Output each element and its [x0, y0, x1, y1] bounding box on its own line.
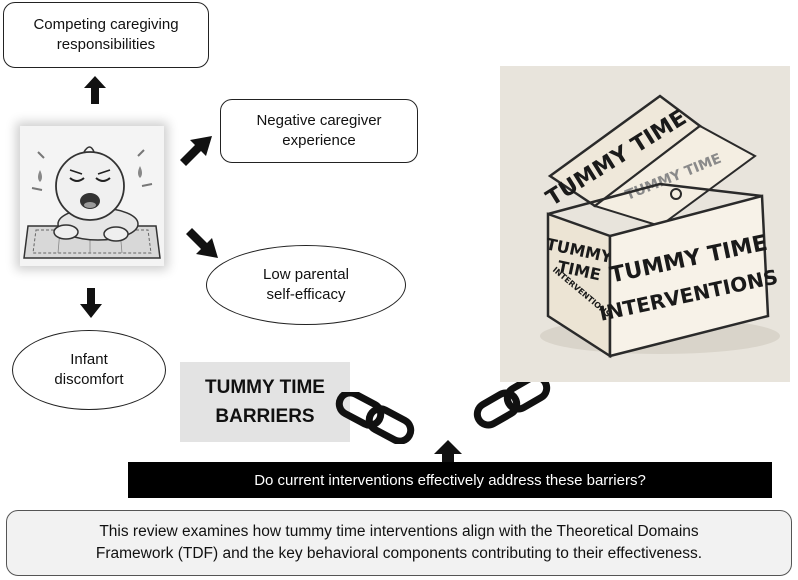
chain-link-left-icon	[335, 392, 415, 444]
low-self-efficacy-node: Low parental self-efficacy	[206, 245, 406, 325]
barriers-line-1: TUMMY TIME	[205, 376, 325, 398]
review-line-2: Framework (TDF) and the key behavioral c…	[95, 545, 703, 562]
competing-line-1: Competing caregiving	[33, 15, 179, 33]
arrow-up-right-icon	[180, 136, 212, 166]
competing-line-2: responsibilities	[56, 36, 156, 53]
competing-caregiving-node: Competing caregiving responsibilities	[3, 2, 209, 68]
discomfort-line-2: discomfort	[54, 371, 124, 388]
review-summary-box: This review examines how tummy time inte…	[6, 510, 792, 576]
infant-discomfort-node: Infant discomfort	[12, 330, 166, 410]
efficacy-line-2: self-efficacy	[266, 286, 346, 303]
negative-line-2: experience	[282, 132, 356, 149]
efficacy-line-1: Low parental	[263, 265, 349, 283]
arrow-down-icon	[80, 288, 102, 318]
question-text: Do current interventions effectively add…	[254, 471, 646, 489]
arrow-down-right-icon	[186, 228, 218, 258]
negative-line-1: Negative caregiver	[256, 111, 382, 129]
tummy-time-barriers-label: TUMMY TIME BARRIERS	[180, 362, 350, 442]
crying-infant-illustration	[20, 126, 164, 266]
review-line-1: This review examines how tummy time inte…	[99, 523, 699, 541]
negative-experience-node: Negative caregiver experience	[220, 99, 418, 163]
tummy-time-interventions-box-illustration: TUMMY TIME TUMMY TIME TUMMY TIME INTERVE…	[500, 66, 790, 382]
arrow-up-to-question-icon	[434, 440, 462, 464]
barriers-line-2: BARRIERS	[215, 406, 315, 427]
research-question-banner: Do current interventions effectively add…	[128, 462, 772, 498]
arrow-up-icon	[84, 76, 106, 104]
chain-link-right-icon	[473, 374, 551, 429]
discomfort-line-1: Infant	[70, 350, 108, 368]
